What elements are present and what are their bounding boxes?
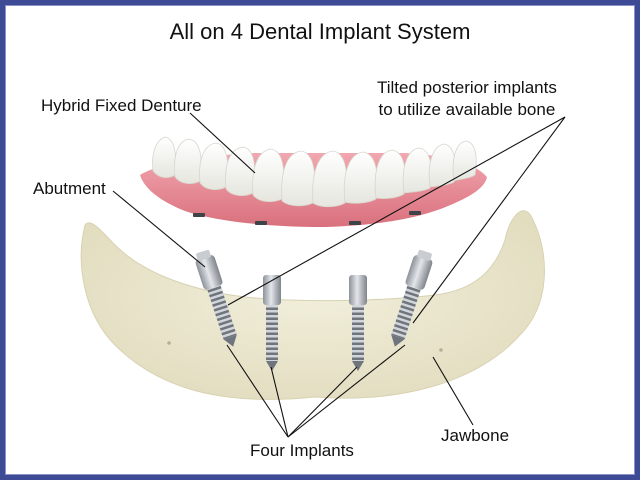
leader-tilted-left: [227, 116, 566, 306]
label-abutment: Abutment: [33, 179, 106, 198]
abutment-center-left: [263, 275, 281, 305]
label-four-implants: Four Implants: [250, 441, 354, 460]
label-tilted-line-2: to utilize available bone: [378, 100, 556, 119]
label-jawbone: Jawbone: [441, 426, 510, 445]
implant-left-tilted: [195, 249, 237, 347]
bone-pore: [439, 348, 443, 352]
leader-abutment: [112, 190, 206, 268]
implant-illustration: [80, 112, 566, 438]
bone-pore: [167, 341, 171, 345]
label-tilted-line-1: Tilted posterior implants: [377, 78, 557, 97]
leader-denture: [189, 112, 256, 174]
leader-four-2: [270, 366, 289, 438]
abutment-left: [195, 255, 223, 290]
leader-four-4: [287, 344, 406, 438]
abutment-center-right: [349, 275, 367, 305]
implant-right-tilted: [391, 249, 433, 347]
abutment-right: [405, 255, 433, 290]
leader-tilted-right: [412, 116, 566, 324]
leader-lines: [112, 112, 566, 438]
leader-four-1: [226, 344, 289, 438]
leader-four-3: [287, 366, 358, 438]
denture-teeth: [152, 136, 477, 208]
label-tilted-posterior-implants: Tilted posterior implants to utilize ava…: [377, 77, 557, 121]
denture-attachments: [193, 211, 421, 225]
label-hybrid-fixed-denture: Hybrid Fixed Denture: [41, 96, 202, 115]
implant-center-right: [349, 275, 367, 371]
frame-inner-border: [5, 5, 635, 475]
leader-jawbone: [432, 356, 474, 426]
diagram-title: All on 4 Dental Implant System: [169, 19, 471, 44]
